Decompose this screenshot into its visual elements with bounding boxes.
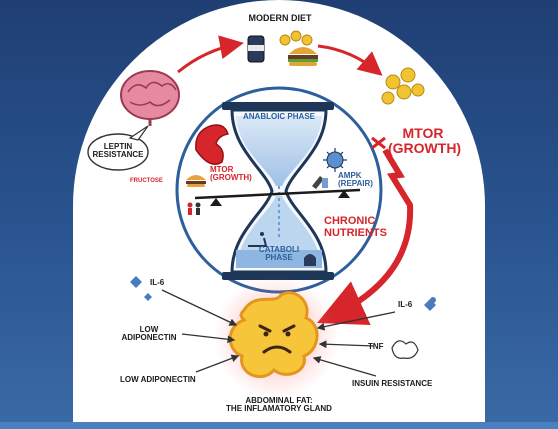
muscle-arm-icon xyxy=(195,124,229,165)
mtor-growth-top-label: MTOR (GROWTH) xyxy=(388,125,462,156)
burger-small-icon xyxy=(186,175,206,187)
il6-right-label: IL-6 xyxy=(398,300,413,309)
fat-cell-icon xyxy=(228,291,319,378)
abdominal-fat-label: ABDOMINAL FAT: THE INFLAMATORY GLAND xyxy=(226,396,332,414)
coins-small xyxy=(279,30,313,46)
arrow-burger-to-coins xyxy=(317,44,383,76)
mtor-growth-left-label: mTOR (GROWTH) xyxy=(210,165,252,183)
low-adiponectin-label-1: LOW ADIPONECTIN xyxy=(121,325,177,343)
mtor-arrow xyxy=(317,136,414,326)
catabolic-phase-label: CATABOLI PHASE xyxy=(258,245,300,263)
beam-pivot-right xyxy=(338,190,350,198)
tnf-icon xyxy=(391,340,419,359)
leptin-resistance-label: LEPTIN RESISTANCE xyxy=(92,142,144,160)
arrow-brain-to-soda xyxy=(177,35,244,74)
shopping-icon xyxy=(304,254,316,266)
chronic-nutrients-label: CHRONIC NUTRIENTS xyxy=(324,215,387,239)
ampk-repair-label: AMPK (REPAIR) xyxy=(338,171,373,189)
tools-icon xyxy=(312,176,328,189)
modern-diet-label: MODERN DIET xyxy=(248,13,312,23)
beam-pivot-left xyxy=(210,198,222,206)
soda-can-icon xyxy=(247,35,265,63)
virus-icon xyxy=(323,148,347,172)
il6-right-icon xyxy=(424,297,436,311)
coins-icon xyxy=(381,67,425,105)
burger-icon xyxy=(288,47,318,66)
balance-beam xyxy=(194,188,361,200)
treadmill-icon xyxy=(248,232,268,247)
tnf-label: TNF xyxy=(368,342,384,351)
low-adiponectin-label-2: LOW ADIPONECTIN xyxy=(120,375,196,384)
il6-left-label: IL-6 xyxy=(150,278,165,287)
fructose-label: FRUCTOSE xyxy=(130,178,163,184)
insulin-resistance-label: INSUIN RESISTANCE xyxy=(352,379,433,388)
il6-diamond-icon xyxy=(130,276,152,301)
bottom-band xyxy=(0,422,558,429)
leptin-bubble xyxy=(87,125,149,171)
anabolic-phase-label: ANABLOIC PHASE xyxy=(242,112,315,121)
hourglass-icon xyxy=(222,102,334,280)
people-icon xyxy=(187,202,201,215)
brain-icon xyxy=(120,70,180,126)
